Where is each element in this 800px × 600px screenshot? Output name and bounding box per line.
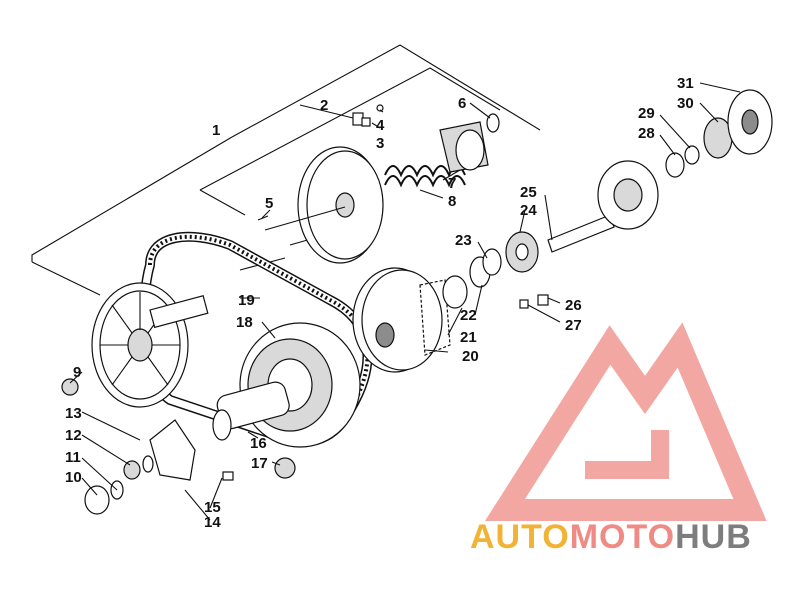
callout-7: 7 [448, 175, 456, 192]
callout-28: 28 [638, 125, 655, 142]
callout-2: 2 [320, 97, 328, 114]
callout-21: 21 [460, 329, 477, 346]
callout-6: 6 [458, 95, 466, 112]
leader-lines [69, 82, 741, 521]
callout-30: 30 [677, 95, 694, 112]
callout-20: 20 [462, 348, 479, 365]
drive-pulley-movable-sheave [212, 322, 361, 448]
callout-13: 13 [65, 405, 82, 422]
driven-pulley-fixed-sheave [264, 146, 384, 264]
callout-11: 11 [65, 449, 81, 466]
callout-5: 5 [265, 195, 273, 212]
watermark-logo-icon [484, 322, 767, 521]
one-way-clutch [665, 89, 773, 178]
screw-2-3-4 [352, 104, 384, 127]
callout-9: 9 [73, 364, 81, 381]
callout-16: 16 [250, 435, 267, 452]
callout-25: 25 [520, 184, 537, 201]
driven-pulley-movable-sheave [352, 267, 451, 373]
callout-17: 17 [251, 455, 268, 472]
callout-29: 29 [638, 105, 655, 122]
svg-text:AUTOMOTOHUB: AUTOMOTOHUB [470, 518, 752, 556]
watermark-hub: HUB [675, 518, 752, 556]
driven-cam [439, 121, 489, 173]
small-parts-lower-left [61, 378, 296, 515]
pin-5 [257, 215, 269, 221]
callout-27: 27 [565, 317, 582, 334]
callout-12: 12 [65, 427, 82, 444]
watermark-moto: MOTO [570, 518, 675, 556]
callout-23: 23 [455, 232, 472, 249]
callout-19: 19 [238, 292, 255, 309]
callout-1: 1 [212, 122, 220, 139]
callout-31: 31 [677, 75, 694, 92]
drive-pulley-fixed-sheave [91, 282, 209, 408]
callout-14: 14 [204, 514, 221, 531]
callout-18: 18 [236, 314, 253, 331]
callout-4: 4 [376, 117, 385, 134]
callout-8: 8 [448, 193, 456, 210]
callout-24: 24 [520, 202, 537, 219]
callout-22: 22 [460, 307, 477, 324]
callout-10: 10 [65, 469, 82, 486]
bearing-and-washers [442, 231, 539, 309]
callout-3: 3 [376, 135, 384, 152]
snap-ring-6 [486, 113, 500, 133]
callout-numbers: 1 2 3 4 5 6 7 8 9 10 11 12 13 14 15 16 1… [65, 75, 694, 531]
callout-15: 15 [204, 499, 221, 516]
watermark-auto: AUTO [470, 518, 570, 556]
shaft-and-housing [519, 160, 659, 309]
watermark-brand-text: AUTOMOTOHUB [470, 518, 752, 556]
callout-26: 26 [565, 297, 582, 314]
